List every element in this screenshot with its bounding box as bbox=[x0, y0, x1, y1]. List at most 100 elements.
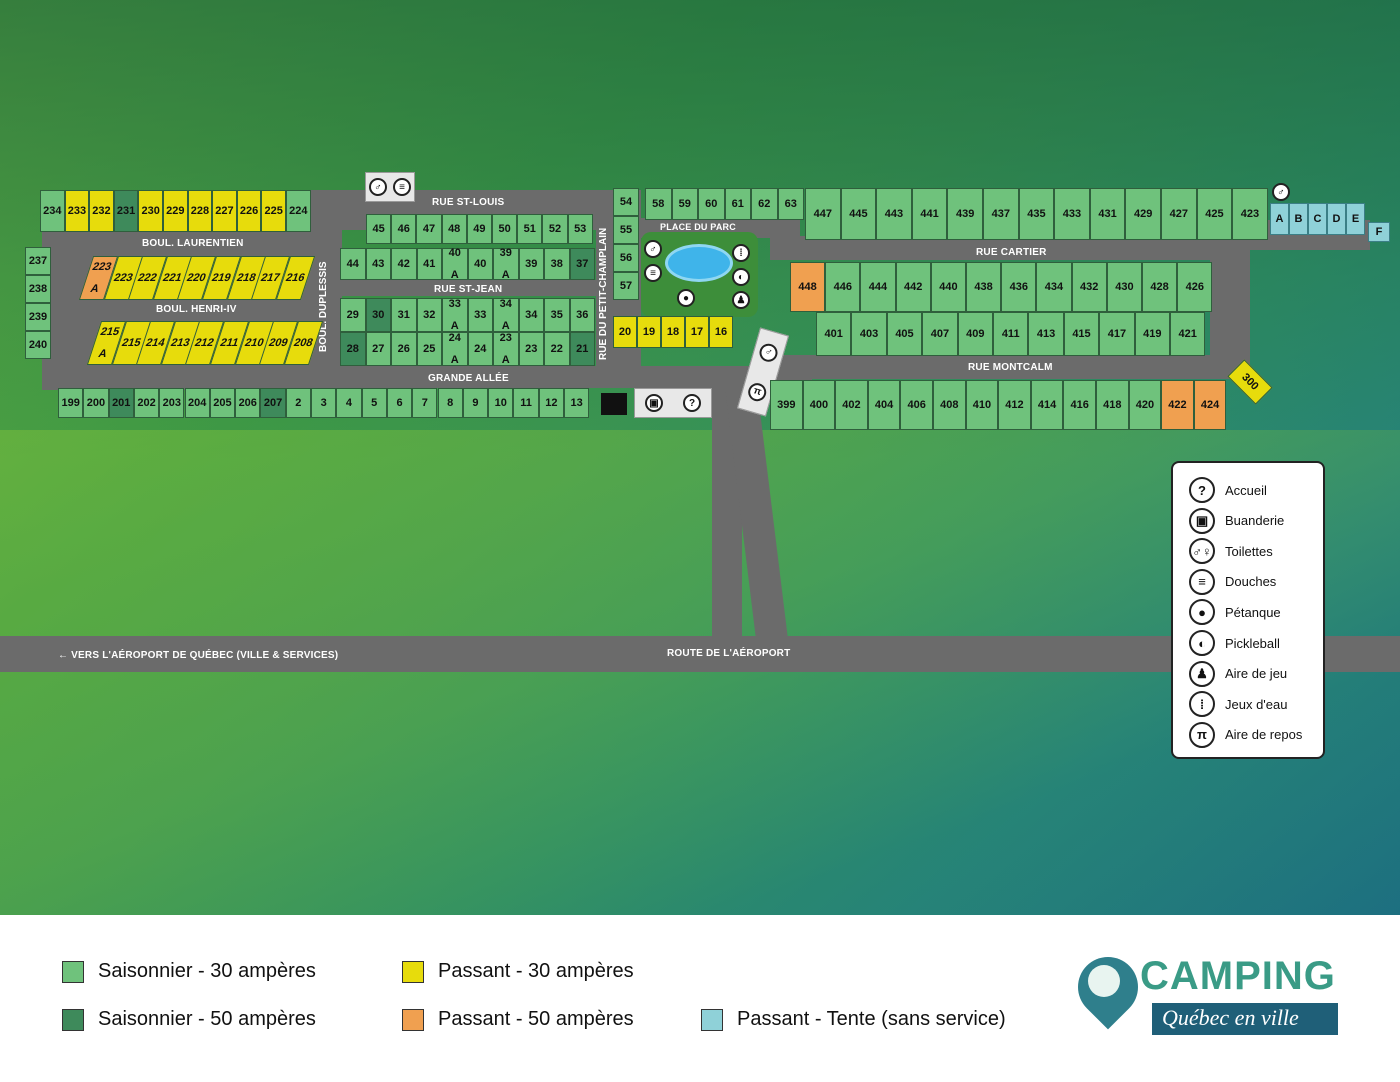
lot-52[interactable]: 52 bbox=[542, 214, 568, 244]
lot-37[interactable]: 37 bbox=[569, 248, 595, 280]
lot-405[interactable]: 405 bbox=[886, 312, 923, 356]
lot-28[interactable]: 28 bbox=[340, 332, 366, 366]
lot-426[interactable]: 426 bbox=[1177, 262, 1213, 312]
lot-20[interactable]: 20 bbox=[613, 316, 637, 348]
lot-199[interactable]: 199 bbox=[58, 388, 84, 418]
lot-401[interactable]: 401 bbox=[816, 312, 852, 356]
campground-map[interactable]: RUE ST-LOUIS BOUL. LAURENTIEN BOUL. HENR… bbox=[0, 0, 1400, 915]
lot-431[interactable]: 431 bbox=[1089, 188, 1126, 240]
lot-43[interactable]: 43 bbox=[365, 248, 391, 280]
lot-429[interactable]: 429 bbox=[1125, 188, 1161, 240]
lot-446[interactable]: 446 bbox=[825, 262, 861, 312]
lot-408[interactable]: 408 bbox=[933, 380, 966, 430]
lot-41[interactable]: 41 bbox=[416, 248, 442, 280]
lot-424[interactable]: 424 bbox=[1193, 380, 1227, 430]
lot-445[interactable]: 445 bbox=[840, 188, 877, 240]
lot-4[interactable]: 4 bbox=[336, 388, 362, 418]
lot-53[interactable]: 53 bbox=[567, 214, 593, 244]
lot-206[interactable]: 206 bbox=[235, 388, 261, 418]
lot-26[interactable]: 26 bbox=[391, 332, 417, 366]
lot-34[interactable]: 34 bbox=[518, 298, 544, 332]
lot-224[interactable]: 224 bbox=[286, 190, 311, 232]
lot-33[interactable]: 33 bbox=[467, 298, 493, 332]
lot-36[interactable]: 36 bbox=[569, 298, 595, 332]
lot-442[interactable]: 442 bbox=[895, 262, 931, 312]
lot-418[interactable]: 418 bbox=[1096, 380, 1129, 430]
lot-413[interactable]: 413 bbox=[1028, 312, 1064, 356]
lot-232[interactable]: 232 bbox=[89, 190, 114, 232]
lot-435[interactable]: 435 bbox=[1018, 188, 1055, 240]
lot-3[interactable]: 3 bbox=[311, 388, 337, 418]
lot-47[interactable]: 47 bbox=[416, 214, 442, 244]
lot-427[interactable]: 427 bbox=[1161, 188, 1197, 240]
lot-200[interactable]: 200 bbox=[83, 388, 109, 418]
lot-57[interactable]: 57 bbox=[613, 272, 639, 300]
lot-403[interactable]: 403 bbox=[851, 312, 887, 356]
lot-430[interactable]: 430 bbox=[1106, 262, 1142, 312]
lot-225[interactable]: 225 bbox=[261, 190, 286, 232]
lot-6[interactable]: 6 bbox=[386, 388, 413, 418]
lot-436[interactable]: 436 bbox=[1001, 262, 1037, 312]
lot-32[interactable]: 32 bbox=[416, 298, 442, 332]
lot-49[interactable]: 49 bbox=[466, 214, 492, 244]
lot-21[interactable]: 21 bbox=[569, 332, 595, 366]
lot-207[interactable]: 207 bbox=[260, 388, 286, 418]
lot-239[interactable]: 239 bbox=[25, 303, 51, 331]
lot-406[interactable]: 406 bbox=[900, 380, 933, 430]
lot-448[interactable]: 448 bbox=[790, 262, 826, 312]
lot-11[interactable]: 11 bbox=[513, 388, 539, 418]
lot-416[interactable]: 416 bbox=[1063, 380, 1096, 430]
lot-438[interactable]: 438 bbox=[966, 262, 1002, 312]
lot-434[interactable]: 434 bbox=[1036, 262, 1072, 312]
lot-233[interactable]: 233 bbox=[64, 190, 90, 232]
lot-400[interactable]: 400 bbox=[802, 380, 836, 430]
lot-35[interactable]: 35 bbox=[544, 298, 570, 332]
lot-48[interactable]: 48 bbox=[441, 214, 467, 244]
lot-423[interactable]: 423 bbox=[1232, 188, 1268, 240]
lot-12[interactable]: 12 bbox=[538, 388, 564, 418]
lot-27[interactable]: 27 bbox=[365, 332, 391, 366]
lot-51[interactable]: 51 bbox=[517, 214, 543, 244]
lot-205[interactable]: 205 bbox=[209, 388, 236, 418]
lot-422[interactable]: 422 bbox=[1161, 380, 1194, 430]
lot-22[interactable]: 22 bbox=[544, 332, 570, 366]
lot-c[interactable]: C bbox=[1308, 203, 1327, 235]
lot-b[interactable]: B bbox=[1289, 203, 1308, 235]
lot-202[interactable]: 202 bbox=[133, 388, 160, 418]
lot-230[interactable]: 230 bbox=[138, 190, 163, 232]
lot-40[interactable]: 40 bbox=[467, 248, 493, 280]
lot-54[interactable]: 54 bbox=[613, 188, 639, 216]
lot-56[interactable]: 56 bbox=[613, 244, 639, 272]
lot-61[interactable]: 61 bbox=[724, 188, 751, 220]
lot-39[interactable]: 39 bbox=[518, 248, 544, 280]
lot-38[interactable]: 38 bbox=[544, 248, 570, 280]
lot-415[interactable]: 415 bbox=[1063, 312, 1100, 356]
lot-402[interactable]: 402 bbox=[835, 380, 868, 430]
lot-42[interactable]: 42 bbox=[391, 248, 417, 280]
lot-238[interactable]: 238 bbox=[25, 275, 51, 303]
lot-404[interactable]: 404 bbox=[867, 380, 901, 430]
lot-443[interactable]: 443 bbox=[876, 188, 912, 240]
lot-60[interactable]: 60 bbox=[698, 188, 725, 220]
lot-447[interactable]: 447 bbox=[805, 188, 841, 240]
lot-240[interactable]: 240 bbox=[25, 331, 51, 359]
lot-a[interactable]: A bbox=[1270, 203, 1289, 235]
lot-63[interactable]: 63 bbox=[777, 188, 804, 220]
lot-d[interactable]: D bbox=[1327, 203, 1346, 235]
lot-231[interactable]: 231 bbox=[113, 190, 139, 232]
lot-420[interactable]: 420 bbox=[1128, 380, 1162, 430]
lot-13[interactable]: 13 bbox=[564, 388, 590, 418]
lot-9[interactable]: 9 bbox=[462, 388, 489, 418]
lot-50[interactable]: 50 bbox=[492, 214, 518, 244]
lot-5[interactable]: 5 bbox=[361, 388, 387, 418]
lot-44[interactable]: 44 bbox=[340, 248, 366, 280]
lot-421[interactable]: 421 bbox=[1170, 312, 1206, 356]
lot-409[interactable]: 409 bbox=[957, 312, 993, 356]
lot-18[interactable]: 18 bbox=[661, 316, 685, 348]
lot-234[interactable]: 234 bbox=[40, 190, 65, 232]
lot-31[interactable]: 31 bbox=[391, 298, 417, 332]
lot-227[interactable]: 227 bbox=[212, 190, 237, 232]
lot-428[interactable]: 428 bbox=[1142, 262, 1178, 312]
